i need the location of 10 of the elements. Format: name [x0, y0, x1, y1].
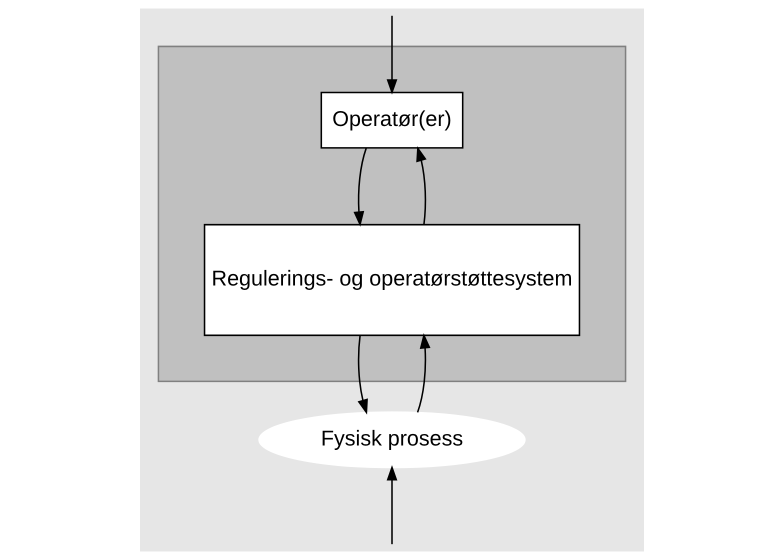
arrow: [358, 335, 368, 415]
node-box: Operatør(er): [320, 92, 464, 149]
arrow: [416, 333, 430, 413]
node-box: Regulerings- og operatørstøttesystem: [204, 224, 580, 336]
arrow: [354, 148, 367, 227]
arrow: [386, 16, 398, 95]
arrow: [386, 465, 398, 544]
node-ellipse: Fysisk prosess: [258, 411, 526, 468]
cluster: [158, 46, 626, 382]
arrow: [416, 146, 427, 224]
